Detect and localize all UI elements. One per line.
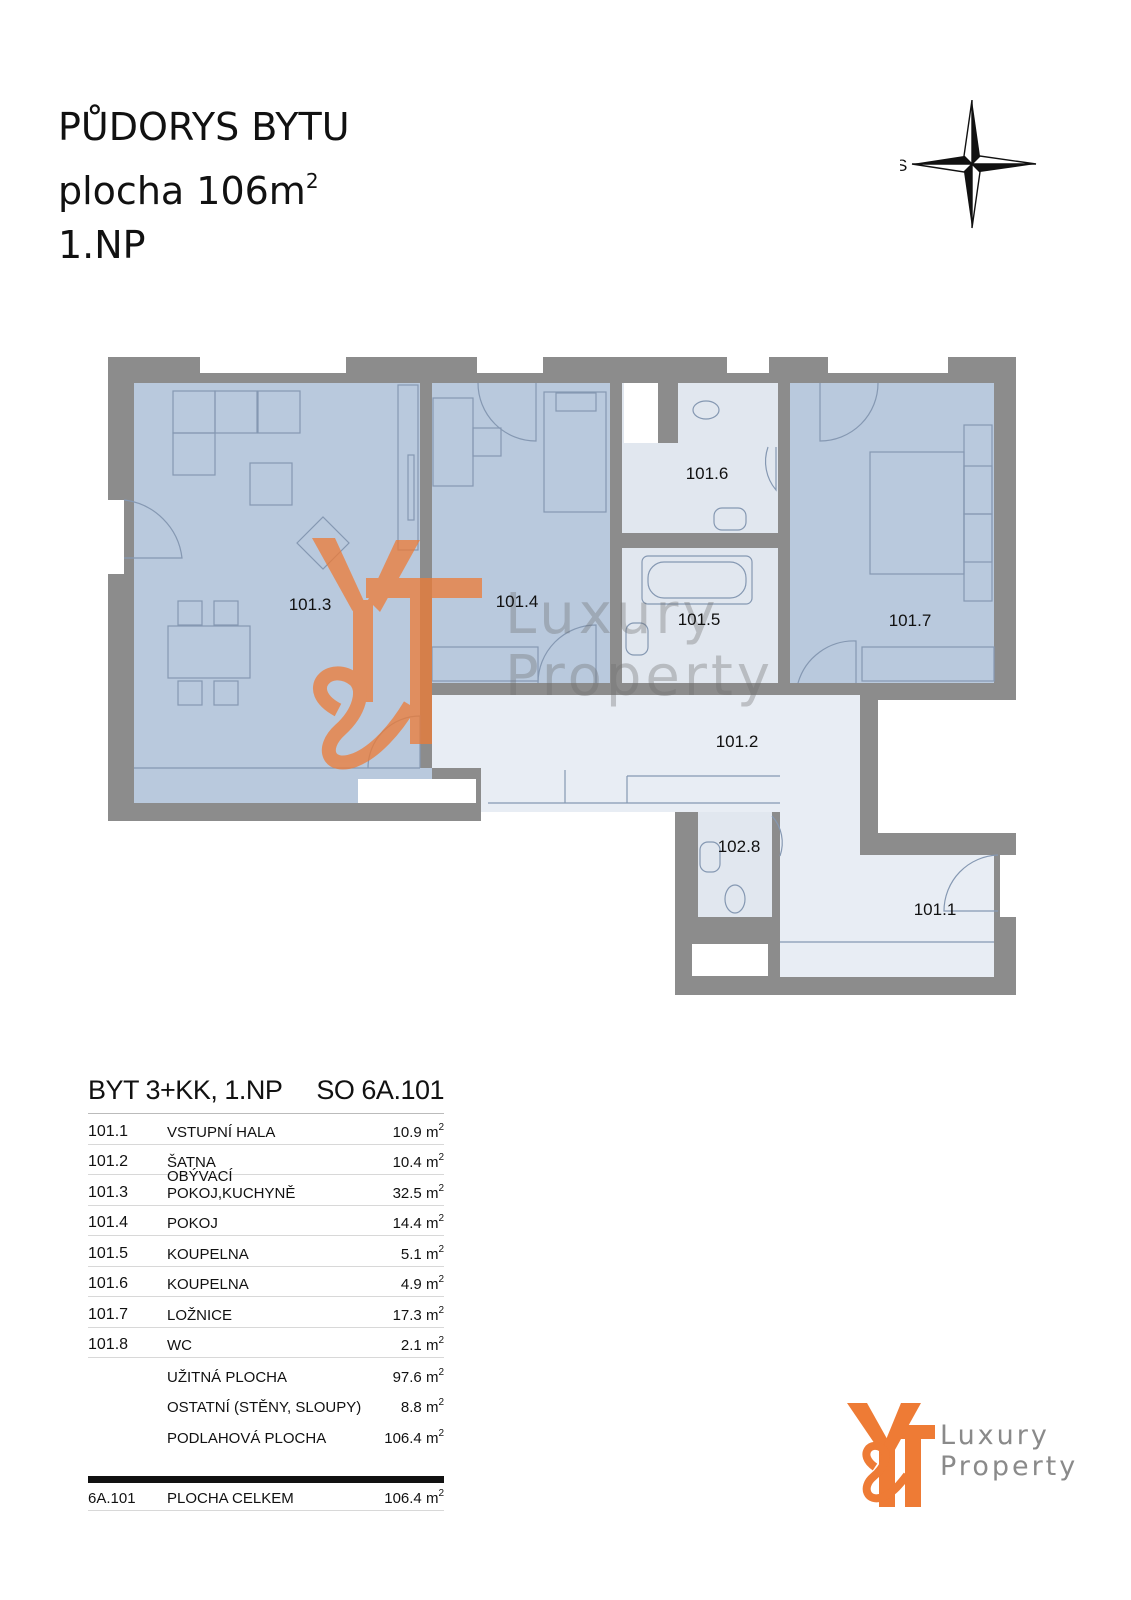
room-label-101-2: 101.2 bbox=[715, 732, 759, 751]
total-divider bbox=[88, 1475, 444, 1483]
summary-name: UŽITNÁ PLOCHA bbox=[167, 1368, 288, 1386]
row-area: 32.5 m2 bbox=[392, 1182, 444, 1202]
total-area: 106.4 m2 bbox=[384, 1487, 444, 1507]
compass-label: S bbox=[900, 156, 907, 175]
logo-text-property: Property bbox=[940, 1451, 1079, 1482]
room-102-8-fill bbox=[698, 812, 772, 917]
room-label-101-5: 101.5 bbox=[677, 610, 721, 629]
row-code: 101.5 bbox=[88, 1244, 129, 1262]
logo-text: Luxury Property bbox=[940, 1420, 1078, 1482]
total-code: 6A.101 bbox=[88, 1489, 136, 1507]
table-row: 101.2 ŠATNA 10.4 m2 bbox=[88, 1145, 444, 1175]
watermark-text-property: Property bbox=[505, 644, 774, 709]
row-code: 101.6 bbox=[88, 1275, 129, 1292]
table-row: 101.6 KOUPELNA 4.9 m2 bbox=[88, 1267, 444, 1297]
floor-level-title: 1.NP bbox=[58, 223, 146, 267]
row-name: OBÝVACÍ POKOJ,KUCHYNĚ bbox=[167, 1167, 296, 1202]
total-name: PLOCHA CELKEM bbox=[167, 1489, 294, 1507]
furniture bbox=[134, 384, 995, 943]
room-label-101-7: 101.7 bbox=[888, 611, 932, 630]
row-name: KOUPELNA bbox=[167, 1245, 249, 1263]
room-101-2-fill bbox=[432, 695, 860, 812]
room-101-4-fill bbox=[432, 383, 610, 683]
row-name: KOUPELNA bbox=[167, 1276, 249, 1293]
page-title: PŮDORYS BYTU bbox=[58, 105, 350, 149]
table-row: 101.5 KOUPELNA 5.1 m2 bbox=[88, 1236, 444, 1267]
table-row: 101.7 LOŽNICE 17.3 m2 bbox=[88, 1297, 444, 1328]
row-name: ŠATNA bbox=[167, 1154, 216, 1171]
logo-text-luxury: Luxury bbox=[940, 1420, 1050, 1451]
row-area: 10.9 m2 bbox=[392, 1121, 444, 1141]
room-label-101-6: 101.6 bbox=[685, 464, 729, 483]
interior-walls bbox=[420, 383, 994, 932]
row-code: 101.2 bbox=[88, 1153, 129, 1170]
brand-logo bbox=[847, 1403, 935, 1507]
room-label-101-4: 101.4 bbox=[495, 592, 539, 611]
summary-row: OSTATNÍ (STĚNY, SLOUPY) 8.8 m2 bbox=[88, 1389, 444, 1420]
room-label-102-8: 102.8 bbox=[717, 837, 761, 856]
row-code: 101.1 bbox=[88, 1122, 129, 1140]
summary-row: UŽITNÁ PLOCHA 97.6 m2 bbox=[88, 1358, 444, 1389]
room-101-1-fill bbox=[780, 695, 994, 977]
row-name: LOŽNICE bbox=[167, 1306, 233, 1324]
area-table: BYT 3+KK, 1.NP SO 6A.101 101.1 VSTUPNÍ HA… bbox=[88, 1075, 444, 1511]
row-area: 14.4 m2 bbox=[392, 1213, 444, 1232]
row-name: WC bbox=[167, 1337, 192, 1354]
row-area: 10.4 m2 bbox=[392, 1152, 444, 1171]
apartment-type: BYT 3+KK, 1.NP bbox=[88, 1075, 283, 1105]
table-row: 101.3 OBÝVACÍ POKOJ,KUCHYNĚ 32.5 m2 bbox=[88, 1168, 444, 1206]
row-code: 101.3 bbox=[88, 1183, 129, 1201]
summary-row: PODLAHOVÁ PLOCHA 106.4 m2 bbox=[88, 1419, 444, 1450]
row-area: 2.1 m2 bbox=[400, 1335, 444, 1354]
title-block: PŮDORYS BYTU plocha 106m2 1.NP bbox=[58, 100, 350, 272]
apartment-code: SO 6A.101 bbox=[316, 1075, 444, 1105]
summary-area: 106.4 m2 bbox=[384, 1427, 444, 1447]
row-area: 17.3 m2 bbox=[392, 1304, 444, 1324]
room-label-101-1: 101.1 bbox=[913, 900, 957, 919]
table-row: 101.8 WC 2.1 m2 bbox=[88, 1328, 444, 1358]
room-rows: 101.1 VSTUPNÍ HALA 10.9 m2 101.2 ŠATNA 10.4 m… bbox=[88, 1114, 444, 1358]
summary-name: PODLAHOVÁ PLOCHA bbox=[167, 1429, 327, 1447]
row-area: 4.9 m2 bbox=[400, 1274, 444, 1293]
compass-icon: S bbox=[900, 100, 1037, 229]
summary-name: OSTATNÍ (STĚNY, SLOUPY) bbox=[167, 1399, 362, 1416]
summary-rows: UŽITNÁ PLOCHA 97.6 m2 OSTATNÍ (STĚNY, SLOU… bbox=[88, 1358, 444, 1450]
watermark-text-luxury: Luxury bbox=[505, 582, 720, 647]
table-row: 101.4 POKOJ 14.4 m2 bbox=[88, 1206, 444, 1236]
windows bbox=[108, 357, 1016, 976]
row-code: 101.7 bbox=[88, 1305, 129, 1323]
summary-area: 97.6 m2 bbox=[392, 1366, 444, 1386]
floor-area-title: plocha 106m2 bbox=[58, 169, 319, 213]
watermark-logo bbox=[312, 538, 482, 770]
row-code: 101.8 bbox=[88, 1336, 129, 1353]
row-name: VSTUPNÍ HALA bbox=[167, 1123, 276, 1141]
room-label-101-3: 101.3 bbox=[288, 595, 332, 614]
summary-area: 8.8 m2 bbox=[400, 1397, 444, 1416]
row-name: POKOJ bbox=[167, 1215, 218, 1232]
row-code: 101.4 bbox=[88, 1214, 129, 1231]
table-row: 101.1 VSTUPNÍ HALA 10.9 m2 bbox=[88, 1114, 444, 1145]
total-row: 6A.101 PLOCHA CELKEM 106.4 m2 bbox=[88, 1483, 444, 1511]
room-101-7-fill bbox=[790, 383, 994, 683]
table-header: BYT 3+KK, 1.NP SO 6A.101 bbox=[88, 1075, 444, 1114]
row-area: 5.1 m2 bbox=[400, 1243, 444, 1263]
